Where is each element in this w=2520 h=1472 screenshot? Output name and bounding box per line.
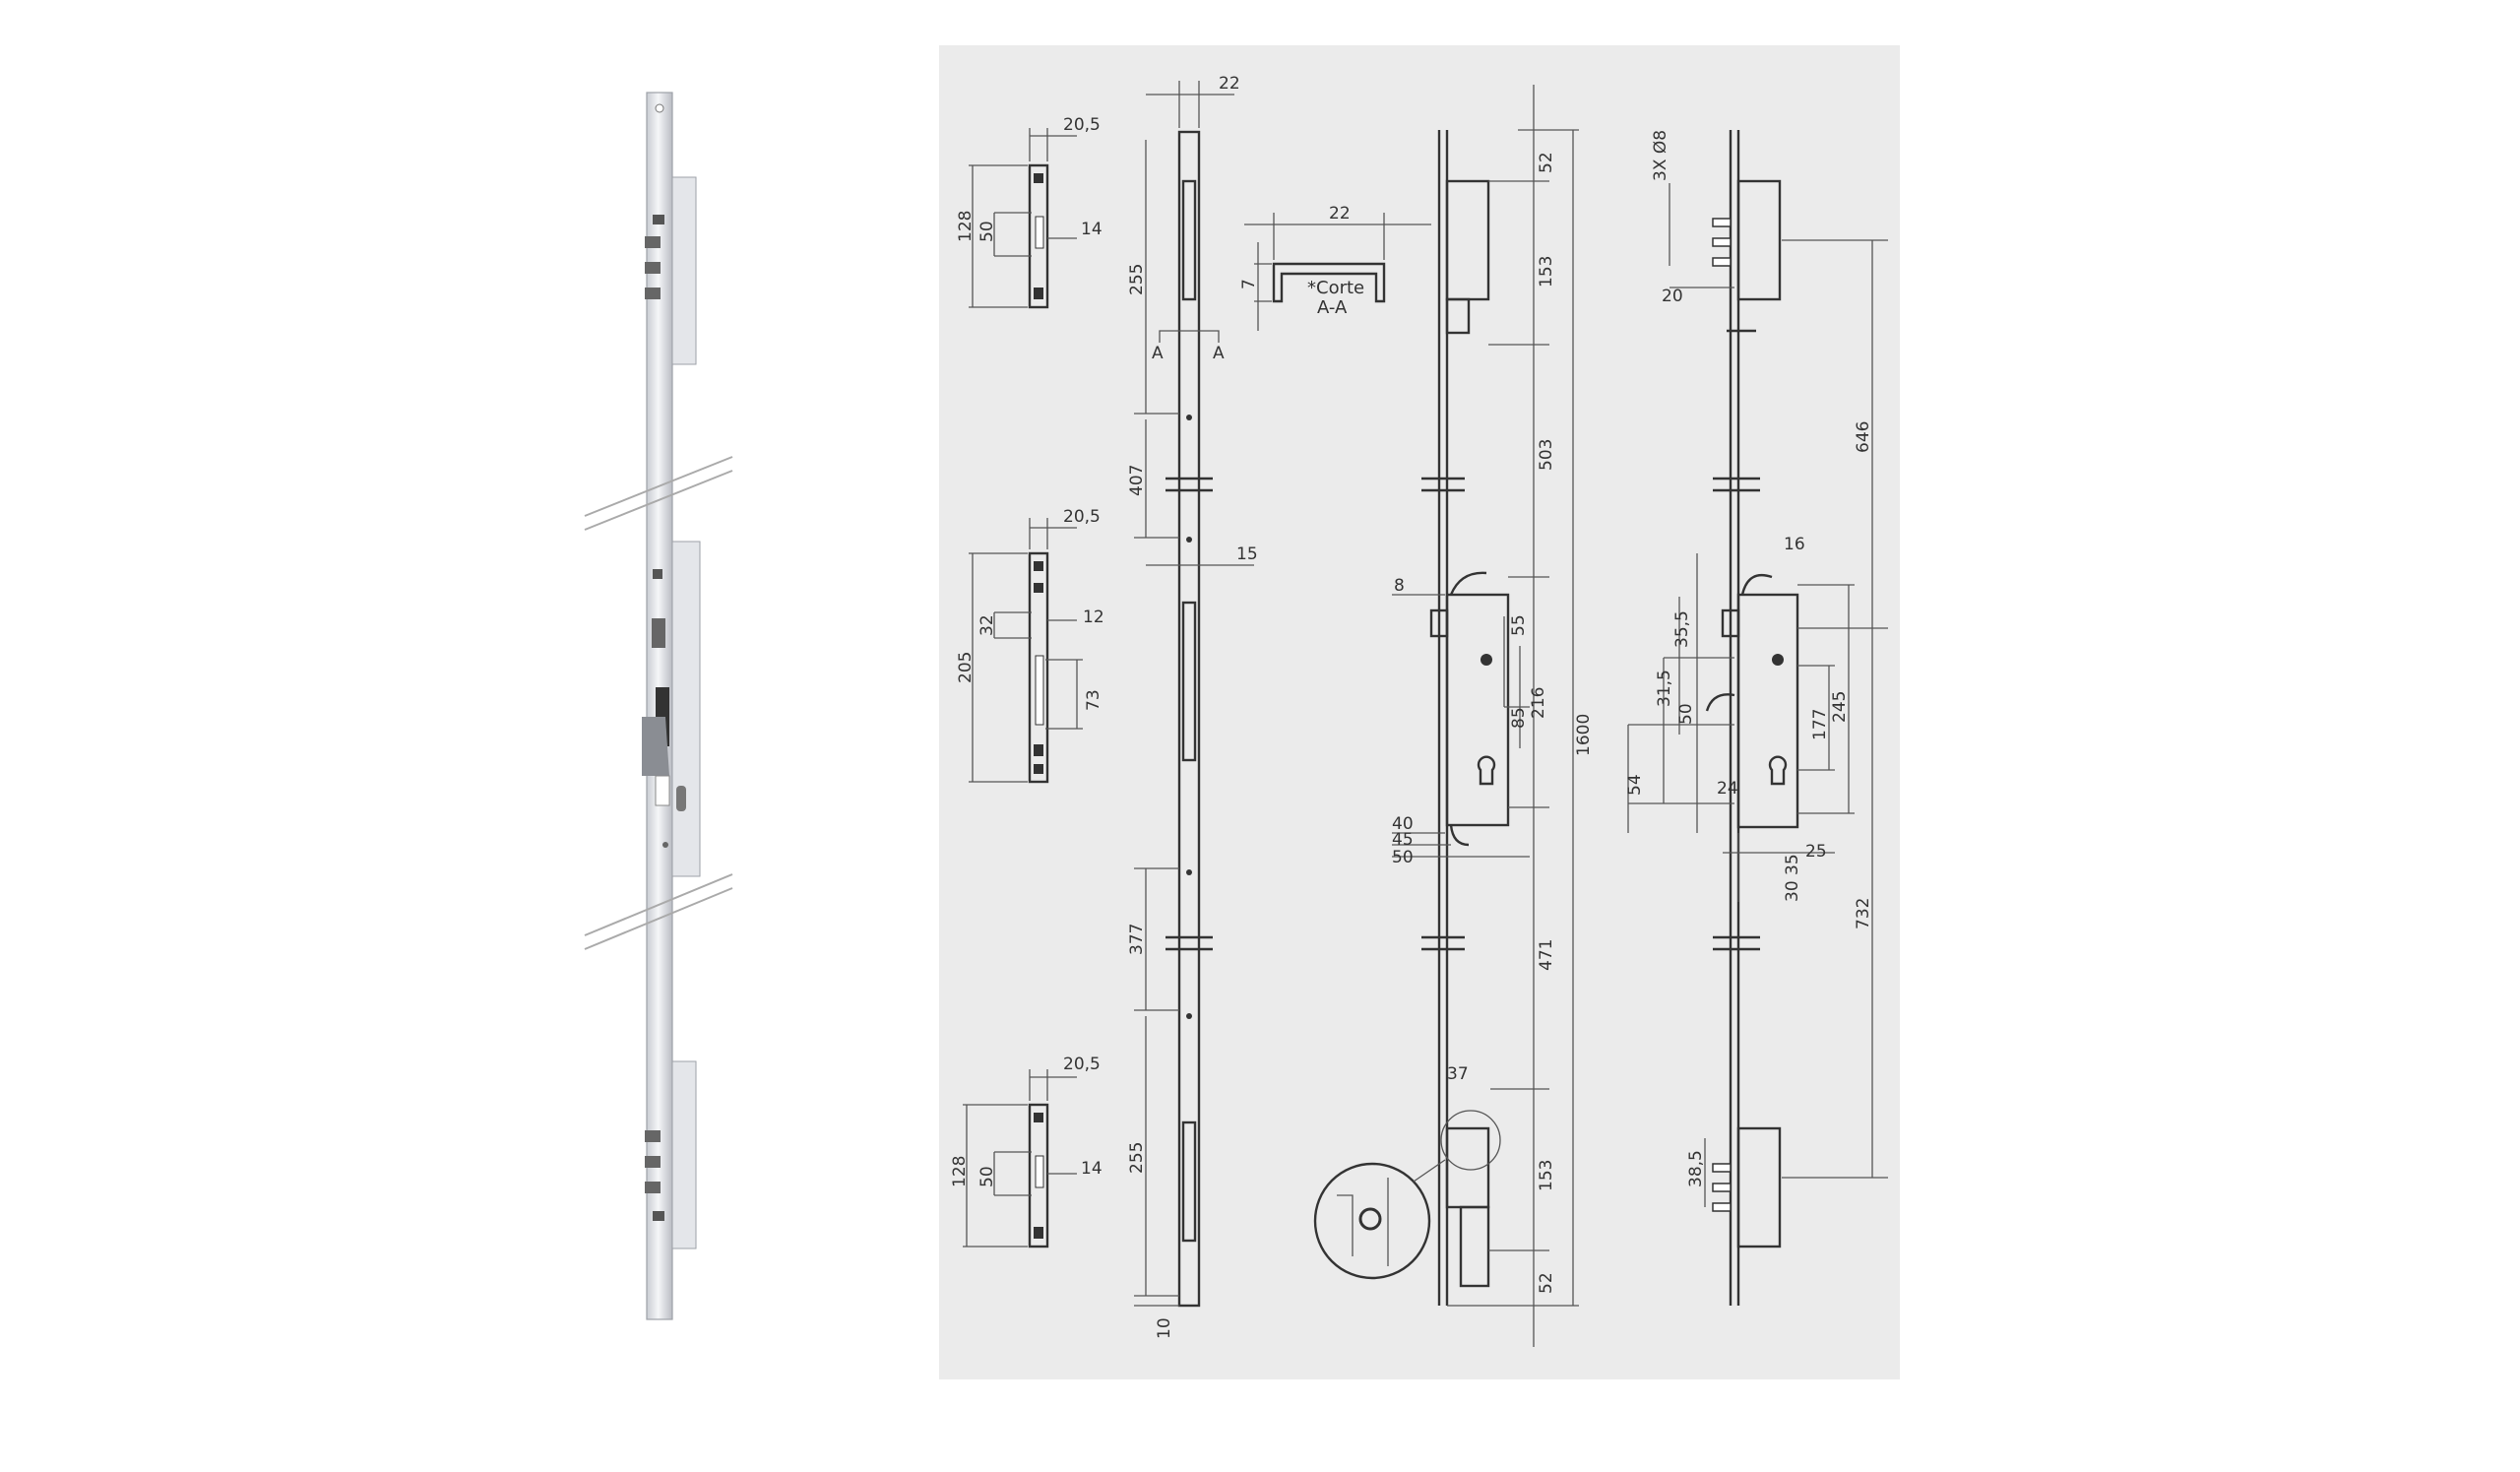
dim-label: 50	[977, 221, 997, 242]
front-view: 22 255 407 A A 15 377 255 10	[1127, 74, 1258, 1339]
dim-label: 216	[1529, 687, 1548, 719]
dim-label: 245	[1830, 691, 1850, 723]
section-a-a: 22 7 *Corte A-A	[1239, 204, 1431, 331]
dim-label: 153	[1537, 1160, 1556, 1191]
dim-label: 8	[1394, 576, 1405, 596]
dim-label: 15	[1236, 544, 1258, 564]
dim-label: 377	[1127, 924, 1147, 955]
dim-label: 52	[1537, 1272, 1556, 1294]
dim-label: 14	[1081, 220, 1102, 239]
dim-label: 38,5	[1686, 1150, 1706, 1187]
strike-plate-middle: 20,5 205 32 12 73	[956, 507, 1104, 784]
dim-label: 45	[1392, 830, 1414, 850]
dim-label: 205	[956, 652, 976, 683]
dim-label: 85	[1509, 707, 1529, 729]
dim-label: 22	[1329, 204, 1351, 224]
dim-label: 255	[1127, 1142, 1147, 1174]
dim-label: 73	[1084, 689, 1103, 711]
dim-label: 7	[1239, 279, 1259, 289]
dim-label: 503	[1537, 439, 1556, 471]
dim-label: 12	[1083, 608, 1104, 627]
dim-label: 37	[1447, 1064, 1469, 1084]
dim-label: 20,5	[1063, 507, 1101, 527]
strike-plate-top: 20,5 128 50 14	[956, 115, 1102, 309]
dim-label: 471	[1537, 939, 1556, 971]
dim-label: 50	[1392, 848, 1414, 867]
dim-label: 54	[1625, 774, 1645, 796]
dim-label: 732	[1854, 898, 1873, 929]
dim-label: 1600	[1574, 714, 1594, 756]
dim-label: 255	[1127, 264, 1147, 295]
dim-label: 20,5	[1063, 115, 1101, 135]
dim-label: 407	[1127, 465, 1147, 496]
section-mark-left: A	[1152, 344, 1164, 363]
multipoint-lock-photo	[584, 92, 733, 1320]
dim-label: 22	[1219, 74, 1240, 94]
dim-label: 31,5	[1655, 670, 1674, 707]
dim-label: 55	[1509, 614, 1529, 636]
dim-label: 35,5	[1672, 610, 1692, 648]
dim-label: 24	[1717, 779, 1738, 799]
dim-label: 50	[1676, 703, 1696, 725]
dim-label: 646	[1854, 421, 1873, 453]
technical-drawing: 20,5 128 50 14 20,5 205	[939, 45, 1900, 1379]
dim-label: 20,5	[1063, 1055, 1101, 1074]
dim-label: 52	[1537, 152, 1556, 173]
dim-label: 128	[956, 211, 976, 242]
dim-label: 32	[977, 614, 997, 636]
strike-plate-bottom: 20,5 128 50 14	[950, 1055, 1102, 1248]
dim-label: 177	[1810, 709, 1830, 740]
bolt-label: 3X Ø8	[1651, 130, 1670, 181]
dim-label: 10	[1155, 1317, 1174, 1339]
section-label-sub: A-A	[1317, 297, 1348, 318]
dim-label: 40	[1392, 814, 1414, 834]
dim-label: 128	[950, 1156, 970, 1187]
right-view: 646 732 16 177 245 25 30 35 3X Ø8 20	[1625, 130, 1888, 1306]
section-mark-right: A	[1213, 344, 1225, 363]
drawing-panel	[939, 45, 1900, 1379]
dim-label: 25	[1805, 842, 1827, 862]
side-view: 52 153 503 55 216 85 1600 471 37 153 52 …	[1313, 85, 1594, 1347]
section-label: *Corte	[1307, 278, 1364, 298]
dim-label: 30 35	[1783, 854, 1802, 902]
dim-label: 50	[977, 1166, 997, 1187]
dim-label: 153	[1537, 256, 1556, 288]
dim-label: 16	[1784, 535, 1805, 554]
dim-label: 14	[1081, 1159, 1102, 1179]
dim-label: 20	[1662, 287, 1683, 306]
